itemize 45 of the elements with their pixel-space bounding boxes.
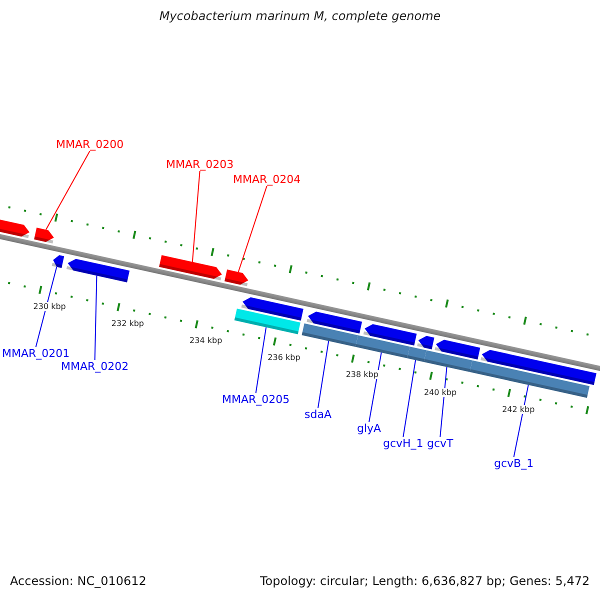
gene-label: gcvB_1 [494,457,534,470]
scale-label: 242 kbp [501,404,536,414]
scale-label: 238 kbp [344,370,380,380]
leader-line [35,266,58,348]
gene-block [66,257,130,282]
gene-block [34,228,56,244]
gene-block [417,334,434,350]
gene-block [224,270,250,286]
leader-line [368,352,382,422]
leader-line [513,384,529,458]
leader-line [255,326,267,394]
gene-label: gcvT [427,437,454,450]
gene-block [363,322,417,346]
leader-line [94,275,98,360]
gene-label: MMAR_0204 [233,173,301,186]
scale-label: 240 kbp [422,388,458,397]
scale-label: 230 kbp [32,302,67,311]
gene-label: MMAR_0202 [61,360,129,373]
gene-block [52,254,64,268]
title: Mycobacterium marinum M, complete genome [158,9,442,23]
gene-block [241,296,304,321]
gene-bar [407,346,426,362]
gene-bar [234,308,300,334]
scale-label: 234 kbp [188,336,224,345]
gene-label: MMAR_0203 [166,158,234,171]
leader-line [318,340,330,408]
gene-label: glyA [357,422,382,435]
scale-label: 236 kbp [266,353,302,362]
gene-label: gcvH_1 [383,437,424,450]
gene-label: sdaA [304,408,332,421]
scale-label: 232 kbp [110,318,146,328]
gene-bar [470,360,590,398]
gene-block [0,218,31,238]
gene-label: MMAR_0201 [2,347,70,360]
gene-block [159,255,224,280]
leader-line [192,170,200,262]
gene-bar [302,323,358,347]
leader-line [402,360,416,438]
gene-block [480,348,596,385]
footer-text: Accession: NC_010612 [10,574,146,588]
footer-text: Topology: circular; Length: 6,636,827 bp; Genes: 5,472 [260,574,590,588]
gene-label: MMAR_0205 [222,393,290,406]
leader-line [440,366,448,438]
gene-block [306,310,362,334]
gene-label: MMAR_0200 [56,138,124,151]
